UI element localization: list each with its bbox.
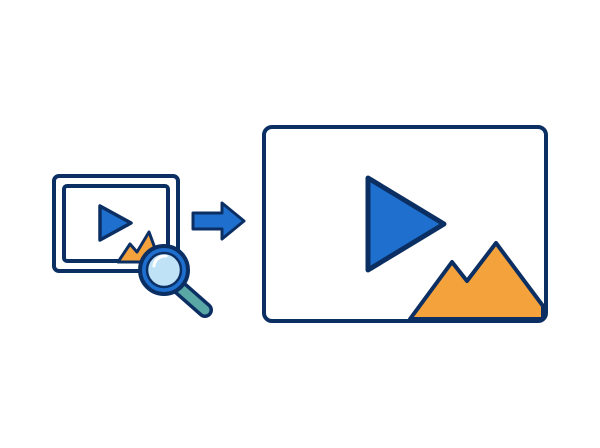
arrow-right-icon [191, 201, 246, 241]
play-icon [365, 175, 447, 273]
magnifier-handle [175, 283, 210, 315]
magnifier-icon [138, 244, 213, 318]
large-preview [262, 125, 548, 323]
magnifier-glass [145, 251, 183, 289]
play-icon [98, 204, 133, 242]
magnifier-glint [152, 254, 168, 268]
mountain-icon [408, 241, 545, 321]
small-thumbnail [52, 174, 180, 273]
